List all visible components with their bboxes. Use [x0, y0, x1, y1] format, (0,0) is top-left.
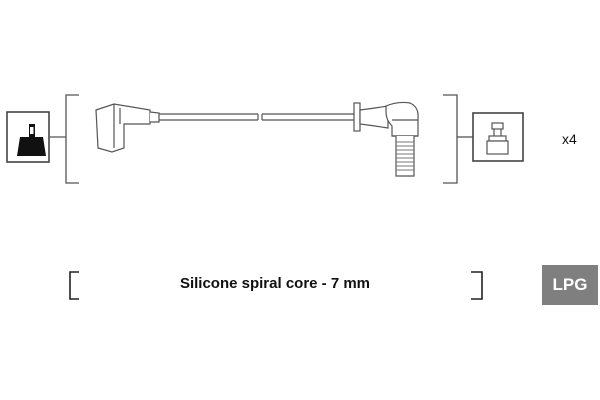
boot-ribs [396, 141, 414, 171]
quantity-label: x4 [562, 131, 577, 147]
coil-terminal-icon [6, 111, 50, 163]
right-cable-bracket [443, 94, 458, 184]
lpg-badge: LPG [542, 265, 598, 305]
core-description: Silicone spiral core - 7 mm [179, 275, 371, 292]
spark-plug-terminal-icon [472, 112, 524, 162]
angled-boot [353, 101, 419, 177]
left-cable-bracket [65, 94, 79, 184]
core-right-bracket [471, 271, 483, 300]
core-left-bracket [69, 271, 79, 300]
cable [159, 113, 357, 121]
straight-boot [95, 103, 160, 153]
